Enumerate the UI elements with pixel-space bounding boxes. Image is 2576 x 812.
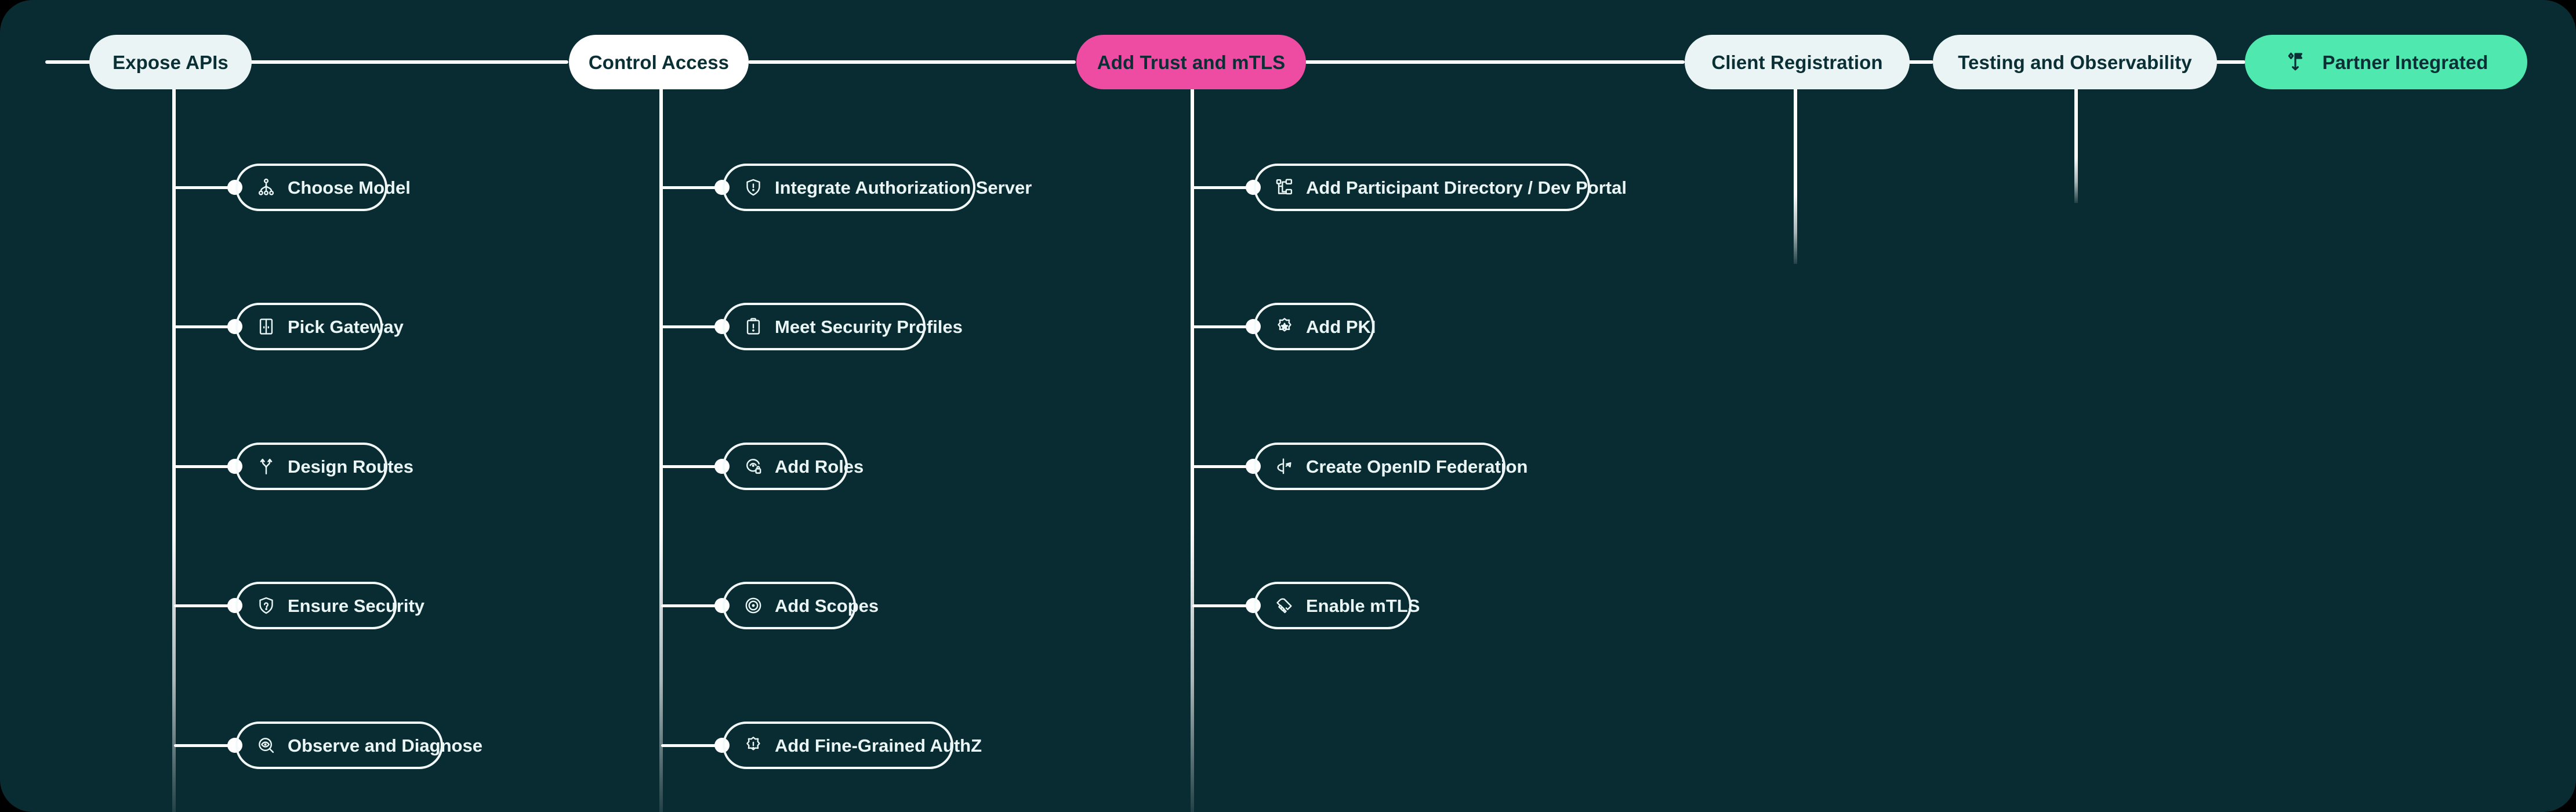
task-label: Create OpenID Federation (1306, 456, 1528, 477)
stage-node-expose-apis[interactable]: Expose APIs (89, 35, 252, 89)
branch-control-1 (661, 186, 722, 189)
octagon-star-icon (1275, 317, 1294, 336)
stage-node-testing-and-observability[interactable]: Testing and Observability (1933, 35, 2217, 89)
task-node-add-fine-grained-authz[interactable]: Add Fine-Grained AuthZ (723, 722, 982, 769)
handshake-icon (1275, 596, 1294, 615)
stage-label: Control Access (588, 51, 730, 73)
spine-segment-1 (249, 60, 568, 64)
stage-node-add-trust-and-mtls[interactable]: Add Trust and mTLS (1076, 35, 1306, 89)
stage-label: Expose APIs (113, 51, 228, 73)
stage-label: Partner Integrated (2322, 51, 2488, 73)
task-label: Add Fine-Grained AuthZ (775, 735, 982, 756)
task-node-add-participant-directory-dev-portal[interactable]: Add Participant Directory / Dev Portal (1254, 164, 1627, 211)
trunk-expose-apis (172, 87, 176, 812)
task-label: Add Participant Directory / Dev Portal (1306, 177, 1627, 198)
task-node-ensure-security[interactable]: Ensure Security (235, 582, 425, 629)
trunk-client-reg (1794, 87, 1797, 264)
openid-icon (1275, 456, 1294, 476)
shield-check-icon (256, 596, 276, 615)
stage-label: Client Registration (1711, 51, 1883, 73)
branch-control-5 (661, 744, 722, 747)
stage-node-control-access[interactable]: Control Access (569, 35, 749, 89)
org-network-icon (1275, 177, 1294, 197)
branch-expose-4 (174, 604, 235, 607)
spine-segment-3 (1305, 60, 1685, 64)
eye-lock-icon (743, 456, 763, 476)
milestone-flag-icon (2284, 50, 2307, 74)
task-node-integrate-authorization-server[interactable]: Integrate Authorization Server (723, 164, 1032, 211)
target-scope-icon (743, 596, 763, 615)
branch-control-3 (661, 465, 722, 468)
branch-trust-1 (1192, 186, 1253, 189)
task-node-observe-and-diagnose[interactable]: Observe and Diagnose (235, 722, 482, 769)
branch-control-2 (661, 325, 722, 328)
branch-trust-2 (1192, 325, 1253, 328)
split-routes-icon (256, 456, 276, 476)
branch-trust-3 (1192, 465, 1253, 468)
gateway-door-icon (256, 317, 276, 336)
branch-expose-2 (174, 325, 235, 328)
task-label: Add PKI (1306, 316, 1376, 337)
branch-expose-3 (174, 465, 235, 468)
task-node-design-routes[interactable]: Design Routes (235, 443, 413, 490)
stage-label: Testing and Observability (1958, 51, 2192, 73)
clipboard-alert-icon (743, 317, 763, 336)
task-node-choose-model[interactable]: Choose Model (235, 164, 411, 211)
task-node-add-scopes[interactable]: Add Scopes (723, 582, 879, 629)
branch-expose-1 (174, 186, 235, 189)
task-label: Integrate Authorization Server (775, 177, 1032, 198)
spine-segment-4 (1908, 60, 1933, 64)
task-node-enable-mtls[interactable]: Enable mTLS (1254, 582, 1420, 629)
trunk-testing-obs (2074, 87, 2078, 203)
task-label: Add Scopes (775, 595, 879, 616)
task-node-meet-security-profiles[interactable]: Meet Security Profiles (723, 303, 963, 350)
spine-segment-start (45, 60, 91, 64)
branch-expose-5 (174, 744, 235, 747)
stage-label: Add Trust and mTLS (1097, 51, 1286, 73)
trunk-add-trust (1191, 87, 1194, 812)
task-node-pick-gateway[interactable]: Pick Gateway (235, 303, 404, 350)
stage-node-client-registration[interactable]: Client Registration (1685, 35, 1910, 89)
task-label: Pick Gateway (288, 316, 404, 337)
task-label: Choose Model (288, 177, 411, 198)
task-label: Ensure Security (288, 595, 425, 616)
trunk-control-access (659, 87, 663, 812)
stage-node-partner-integrated[interactable]: Partner Integrated (2245, 35, 2527, 89)
task-node-add-pki[interactable]: Add PKI (1254, 303, 1376, 350)
task-label: Add Roles (775, 456, 864, 477)
task-node-add-roles[interactable]: Add Roles (723, 443, 863, 490)
task-label: Observe and Diagnose (288, 735, 482, 756)
task-label: Enable mTLS (1306, 595, 1420, 616)
spine-segment-2 (748, 60, 1076, 64)
eye-scan-icon (256, 735, 276, 755)
shield-alert-icon (743, 177, 763, 197)
task-label: Meet Security Profiles (775, 316, 963, 337)
branch-control-4 (661, 604, 722, 607)
task-node-create-openid-federation[interactable]: Create OpenID Federation (1254, 443, 1528, 490)
branch-trust-4 (1192, 604, 1253, 607)
octagon-alert-icon (743, 735, 763, 755)
spine-segment-5 (2215, 60, 2245, 64)
hierarchy-icon (256, 177, 276, 197)
task-label: Design Routes (288, 456, 414, 477)
